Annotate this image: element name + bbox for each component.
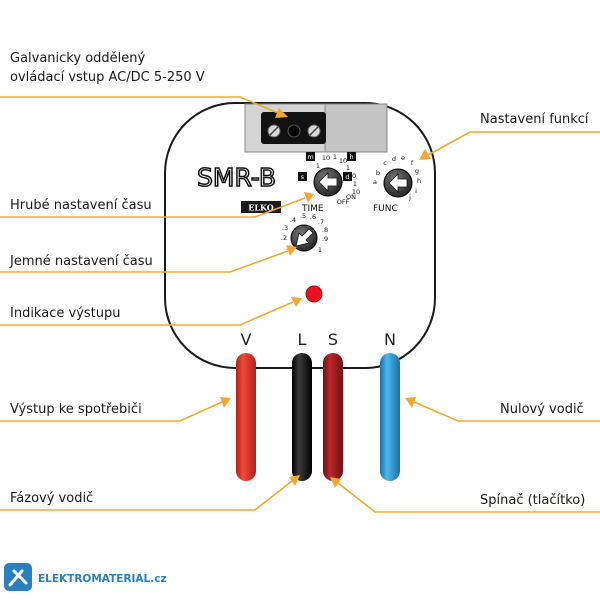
- fine-dial-mark: .3: [282, 224, 288, 232]
- wire-l: L: [292, 330, 312, 481]
- neutral-wire-label: Nulový vodič: [500, 402, 584, 417]
- fine-dial-mark: .6: [310, 213, 316, 221]
- fine-time-label: Jemné nastavení času: [9, 254, 153, 269]
- site-name: ELEKTROMATERIAL.cz: [38, 573, 167, 585]
- control-input-label-line2: ovládací vstup AC/DC 5-250 V: [10, 70, 205, 85]
- fine-time-dial[interactable]: [290, 224, 318, 252]
- svg-text:h: h: [349, 153, 353, 161]
- time-dial-mark: ON: [346, 193, 356, 201]
- coarse-time-label: Hrubé nastavení času: [10, 198, 152, 213]
- control-input-label-line1: Galvanicky oddělený: [10, 51, 146, 66]
- time-dial-mark: 10: [352, 188, 360, 196]
- phase-wire-label: Fázový vodič: [10, 491, 93, 506]
- func-dial-mark: i: [415, 187, 417, 195]
- time-dial-mark: 10: [348, 172, 356, 180]
- time-range-badges: m h s d: [298, 152, 356, 181]
- tools-icon: [8, 569, 28, 587]
- svg-text:d: d: [345, 173, 349, 181]
- fine-dial-mark: .5: [300, 212, 306, 220]
- wire-n-label: N: [384, 330, 396, 349]
- time-dial[interactable]: [313, 167, 343, 197]
- output-led: [305, 285, 323, 303]
- site-logo[interactable]: ELEKTROMATERIAL.cz: [4, 563, 167, 591]
- svg-text:m: m: [307, 153, 313, 161]
- svg-text:s: s: [301, 173, 305, 181]
- time-dial-mark: 1: [316, 162, 320, 170]
- time-dial-mark: 10: [339, 157, 347, 165]
- time-dial-mark: 1: [353, 180, 357, 188]
- control-input-terminal: [244, 103, 388, 153]
- brand-name: ELKO: [248, 203, 273, 213]
- elko-logo: ELKO: [241, 201, 281, 213]
- func-label: FUNC: [373, 204, 398, 214]
- dial-arrow-icon: [318, 172, 338, 192]
- model-name: SMR-B: [197, 163, 276, 192]
- func-dial-mark: j: [408, 193, 411, 201]
- dial-arrow-icon: [388, 173, 408, 193]
- func-dial-mark: h: [417, 177, 421, 185]
- wire-s: S: [323, 330, 343, 481]
- fine-dial-mark: .7: [318, 218, 324, 226]
- func-dial-mark: a: [373, 178, 377, 186]
- fine-dial-mark: .9: [322, 235, 328, 243]
- callout-lines: [0, 96, 600, 513]
- time-dial-mark: 10: [322, 154, 330, 162]
- time-label: TIME: [301, 204, 324, 214]
- fine-dial-mark: 1: [318, 246, 322, 254]
- fine-dial-mark: .4: [290, 216, 296, 224]
- wire-v: V: [236, 330, 256, 481]
- func-dial-mark: e: [401, 154, 405, 162]
- time-dial-mark: 1: [333, 153, 337, 161]
- dial-arrow-icon: [295, 228, 314, 247]
- switch-button-label: Spínač (tlačítko): [480, 493, 585, 508]
- function-dial[interactable]: [383, 168, 413, 198]
- func-dial-mark: d: [392, 155, 396, 163]
- func-dial-mark: f: [411, 159, 414, 167]
- func-dial-mark: c: [383, 159, 387, 167]
- time-dial-mark: 1: [346, 164, 350, 172]
- wire-v-label: V: [241, 330, 252, 349]
- function-setting-label: Nastavení funkcí: [480, 112, 589, 127]
- wire-s-label: S: [328, 330, 338, 349]
- wire-l-label: L: [298, 330, 307, 349]
- wire-n: N: [380, 330, 400, 481]
- func-dial-mark: g: [415, 167, 419, 175]
- output-to-load-label: Výstup ke spotřebiči: [10, 402, 142, 417]
- func-dial-mark: b: [376, 169, 380, 177]
- time-dial-mark: OFF: [337, 198, 350, 206]
- fine-dial-mark: .2: [281, 234, 287, 242]
- output-indication-label: Indikace výstupu: [10, 306, 120, 321]
- fine-dial-mark: .8: [322, 226, 328, 234]
